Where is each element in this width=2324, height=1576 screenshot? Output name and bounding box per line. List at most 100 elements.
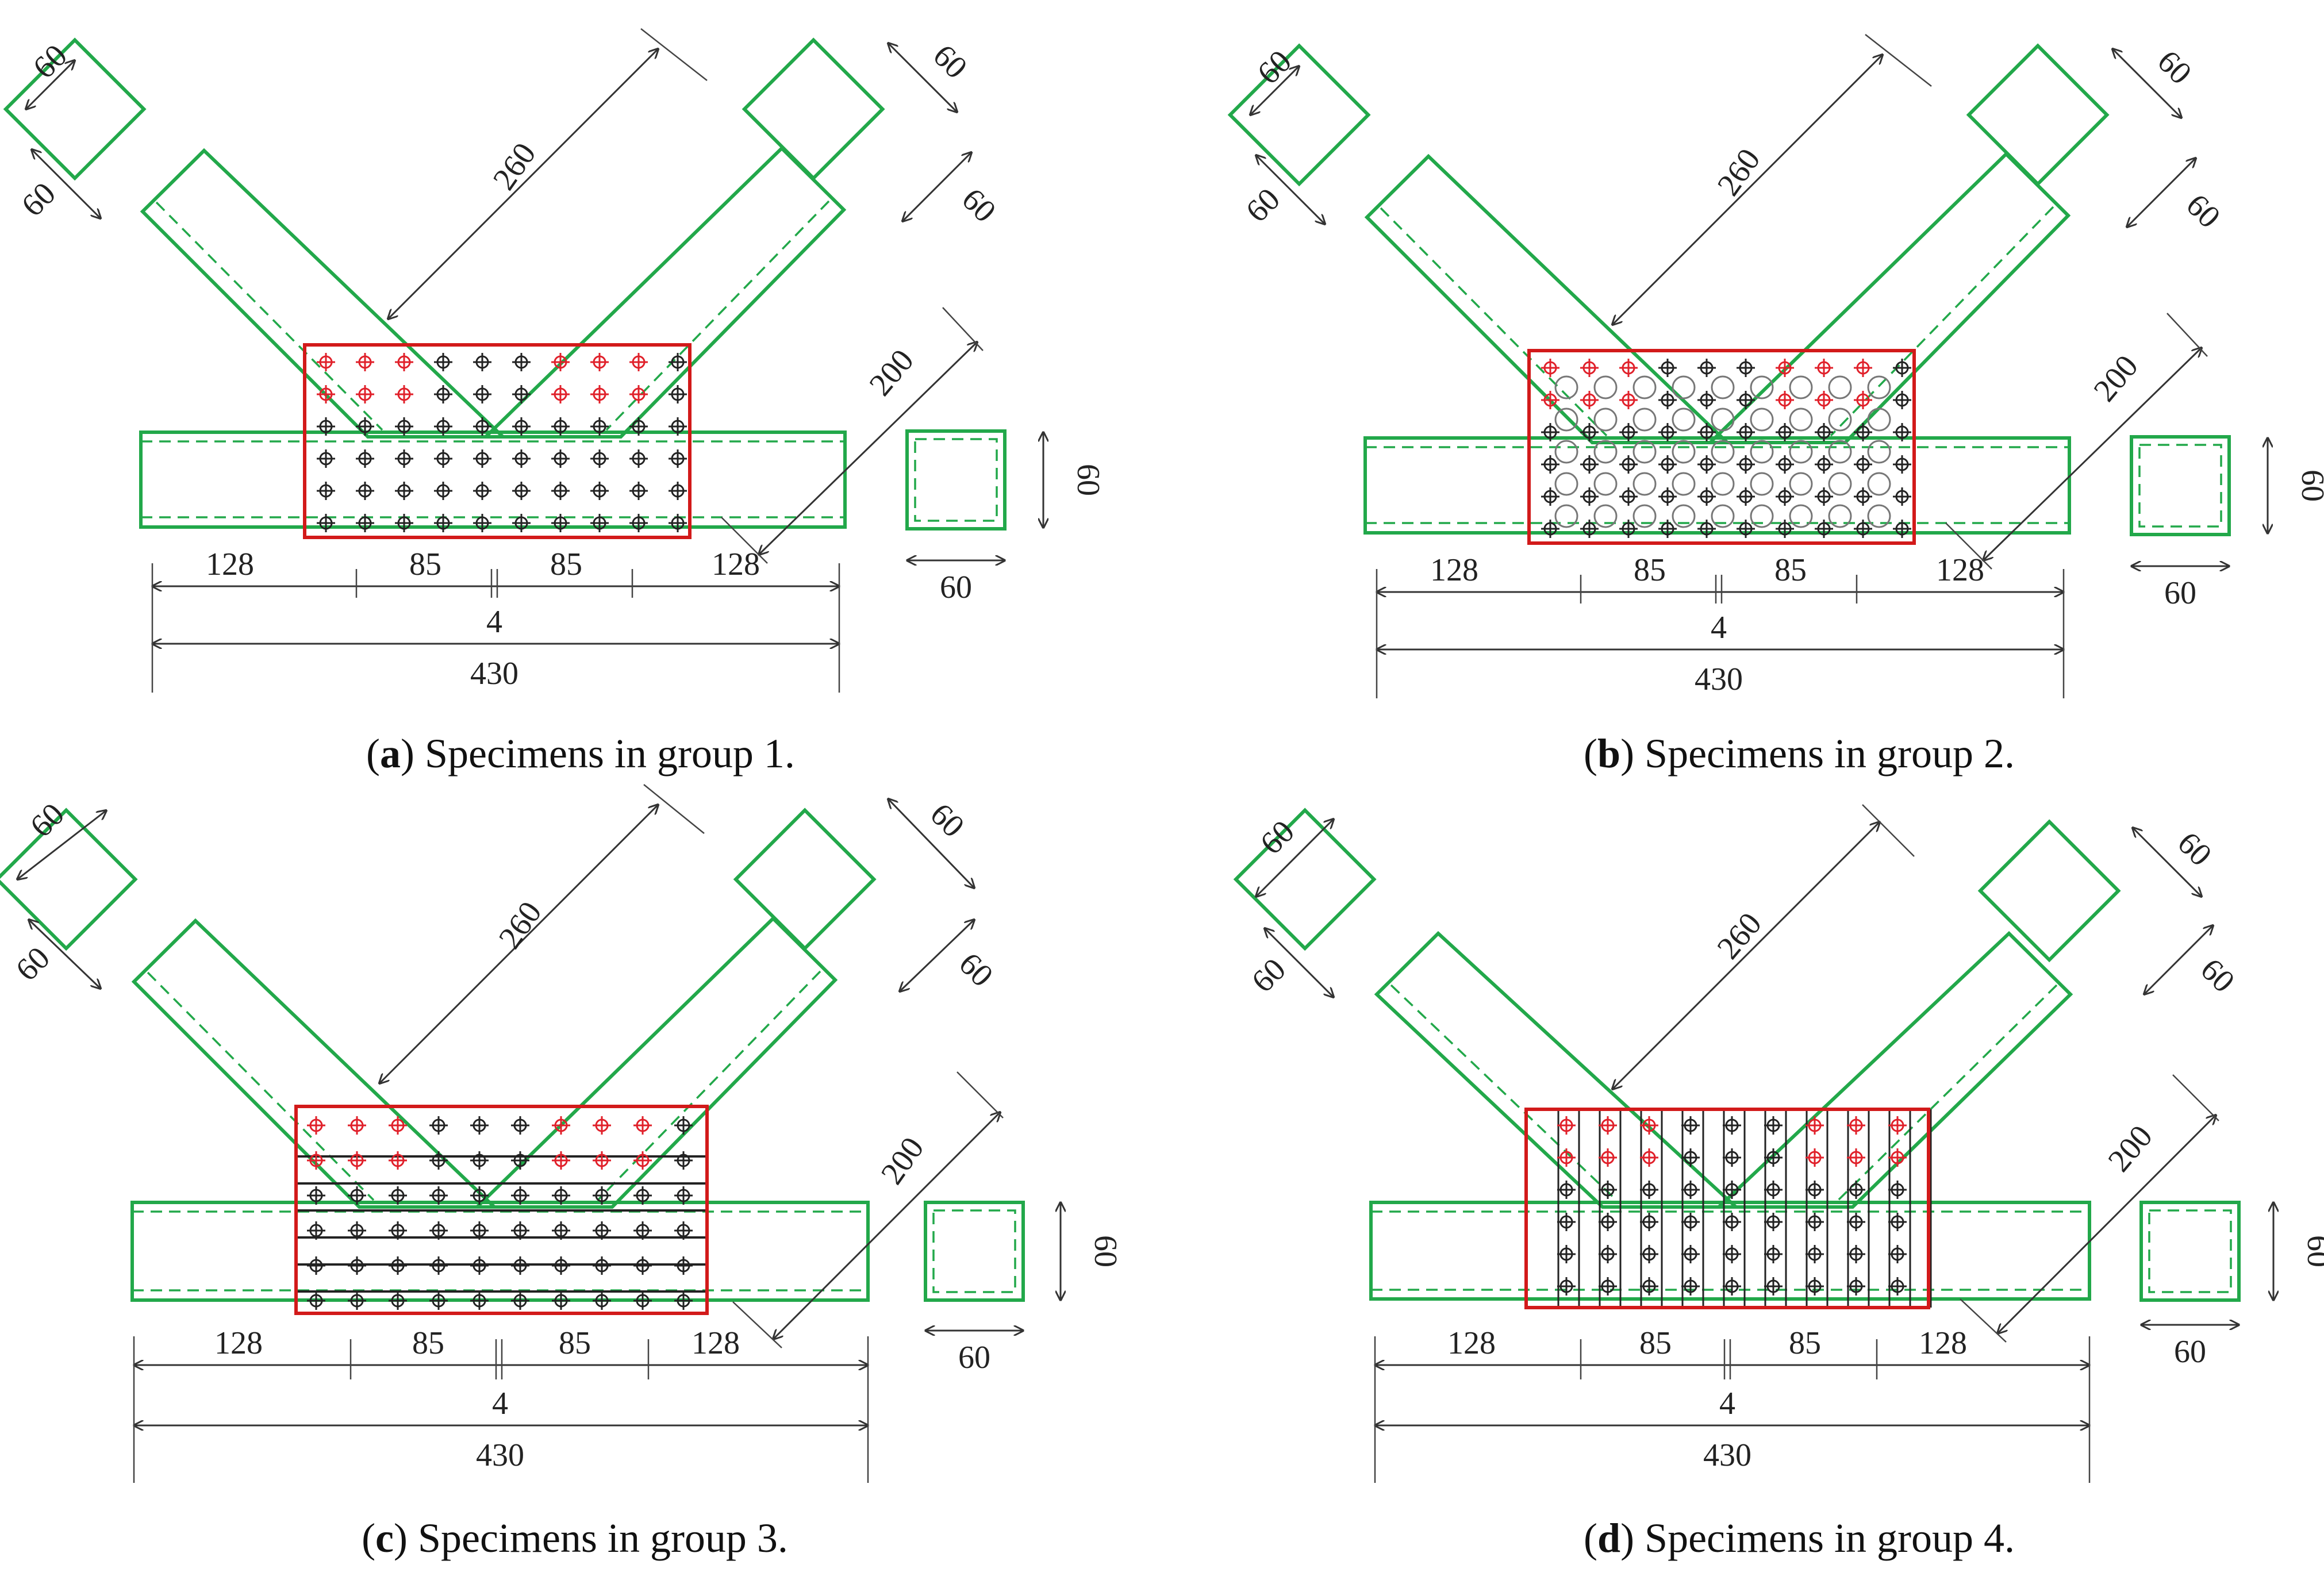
strain-gauge xyxy=(1893,423,1911,441)
hole xyxy=(1711,408,1735,432)
chord-section xyxy=(924,1201,1025,1302)
strain-gauge-red xyxy=(348,1151,366,1170)
strain-gauge xyxy=(470,1256,489,1275)
strain-gauge xyxy=(1854,487,1872,506)
strain-gauge xyxy=(317,514,335,532)
strain-gauge xyxy=(1776,487,1794,506)
cfrp-region xyxy=(303,343,692,539)
hole xyxy=(1789,504,1813,528)
strain-gauge xyxy=(1681,1181,1700,1199)
strain-gauge-red xyxy=(1619,359,1638,377)
strain-gauge xyxy=(1854,423,1872,441)
strain-gauge xyxy=(1815,520,1833,538)
strain-gauge xyxy=(389,1186,407,1205)
strain-gauge xyxy=(473,353,491,371)
dim-seg-mid-right: 85 xyxy=(1774,552,1807,588)
strain-gauge xyxy=(1557,1213,1576,1231)
strain-gauge xyxy=(551,417,570,436)
hole xyxy=(1828,472,1852,496)
strain-gauge-red xyxy=(1815,359,1833,377)
strain-gauge xyxy=(1658,455,1677,474)
strain-gauge-red xyxy=(633,1151,652,1170)
strain-gauge xyxy=(1888,1277,1907,1296)
strain-gauge xyxy=(1764,1213,1783,1231)
hole xyxy=(1593,504,1618,528)
strain-gauge xyxy=(1599,1277,1617,1296)
strain-gauge xyxy=(317,417,335,436)
cfrp-vertical-strips xyxy=(1557,1109,1932,1308)
hole xyxy=(1593,408,1618,432)
strain-gauge xyxy=(629,482,648,500)
strain-gauge-red xyxy=(552,1116,570,1135)
dim-section-h: 60 xyxy=(1070,464,1106,496)
dim-section-h: 60 xyxy=(2300,1235,2324,1267)
strain-gauge xyxy=(307,1256,325,1275)
strain-gauge xyxy=(1541,423,1559,441)
strain-gauge xyxy=(434,353,452,371)
strain-gauge xyxy=(629,514,648,532)
dim-brace-right-a: 60 xyxy=(923,797,971,844)
hole xyxy=(1828,375,1852,399)
truss-joint-drawing xyxy=(1233,808,2241,1302)
strain-gauge xyxy=(1697,359,1716,377)
strain-gauge-red xyxy=(395,385,413,403)
strain-gauge xyxy=(1737,423,1755,441)
strain-gauge xyxy=(356,417,374,436)
hole xyxy=(1828,408,1852,432)
dim-section-w: 60 xyxy=(2164,575,2196,611)
dim-seg-mid-right: 85 xyxy=(550,547,582,582)
strain-gauge xyxy=(317,482,335,500)
strain-gauge xyxy=(1893,455,1911,474)
hole-grid xyxy=(1554,375,1891,528)
strain-gauge-red xyxy=(1599,1116,1617,1135)
strain-gauge xyxy=(1764,1116,1783,1135)
strain-gauge xyxy=(1681,1213,1700,1231)
strain-gauge-red xyxy=(1888,1116,1907,1135)
strain-gauge-red xyxy=(552,1151,570,1170)
strain-gauge xyxy=(1640,1213,1658,1231)
strain-gauge xyxy=(395,449,413,468)
strain-gauge-red xyxy=(1640,1148,1658,1167)
dim-chord-end: 200 xyxy=(2087,348,2145,408)
hole xyxy=(1789,440,1813,464)
strain-gauge xyxy=(1580,487,1599,506)
dim-brace-length: 260 xyxy=(1711,142,1768,202)
strain-gauge xyxy=(1557,1245,1576,1263)
strain-gauge-red xyxy=(348,1116,366,1135)
strain-gauge xyxy=(429,1221,448,1240)
strain-gauge xyxy=(1697,391,1716,409)
strain-gauge xyxy=(307,1221,325,1240)
dim-brace-right-a: 60 xyxy=(926,38,974,86)
strain-gauge-red xyxy=(593,1116,611,1135)
strain-gauge-red xyxy=(307,1116,325,1135)
hole xyxy=(1554,375,1578,399)
strain-gauge xyxy=(1723,1181,1741,1199)
strain-gauge xyxy=(1893,487,1911,506)
strain-gauge xyxy=(1681,1116,1700,1135)
strain-gauge xyxy=(1764,1148,1783,1167)
strain-gauge xyxy=(669,353,687,371)
strain-gauge-red xyxy=(629,385,648,403)
strain-gauge xyxy=(348,1186,366,1205)
strain-gauge xyxy=(593,1186,611,1205)
strain-gauge xyxy=(674,1116,693,1135)
truss-joint-drawing xyxy=(3,37,1007,531)
strain-gauge xyxy=(1723,1245,1741,1263)
strain-gauge xyxy=(1847,1181,1865,1199)
strain-gauge xyxy=(551,482,570,500)
strain-gauge xyxy=(1723,1116,1741,1135)
strain-gauge xyxy=(1697,520,1716,538)
strain-gauge xyxy=(307,1291,325,1310)
strain-gauge xyxy=(551,514,570,532)
strain-gauge xyxy=(511,1256,529,1275)
strain-gauge xyxy=(473,514,491,532)
panel-c: 128 85 85 128 4 430 260 200 60 60 60 60 … xyxy=(0,784,1123,1561)
strain-gauge xyxy=(1737,487,1755,506)
dim-seg-left: 128 xyxy=(1447,1325,1496,1361)
strain-gauge xyxy=(1619,455,1638,474)
strain-gauge xyxy=(511,1291,529,1310)
strain-gauge-red xyxy=(1847,1116,1865,1135)
dim-seg-right: 128 xyxy=(712,547,760,582)
dim-gap: 4 xyxy=(1711,610,1727,645)
dim-section-w: 60 xyxy=(2174,1334,2206,1370)
